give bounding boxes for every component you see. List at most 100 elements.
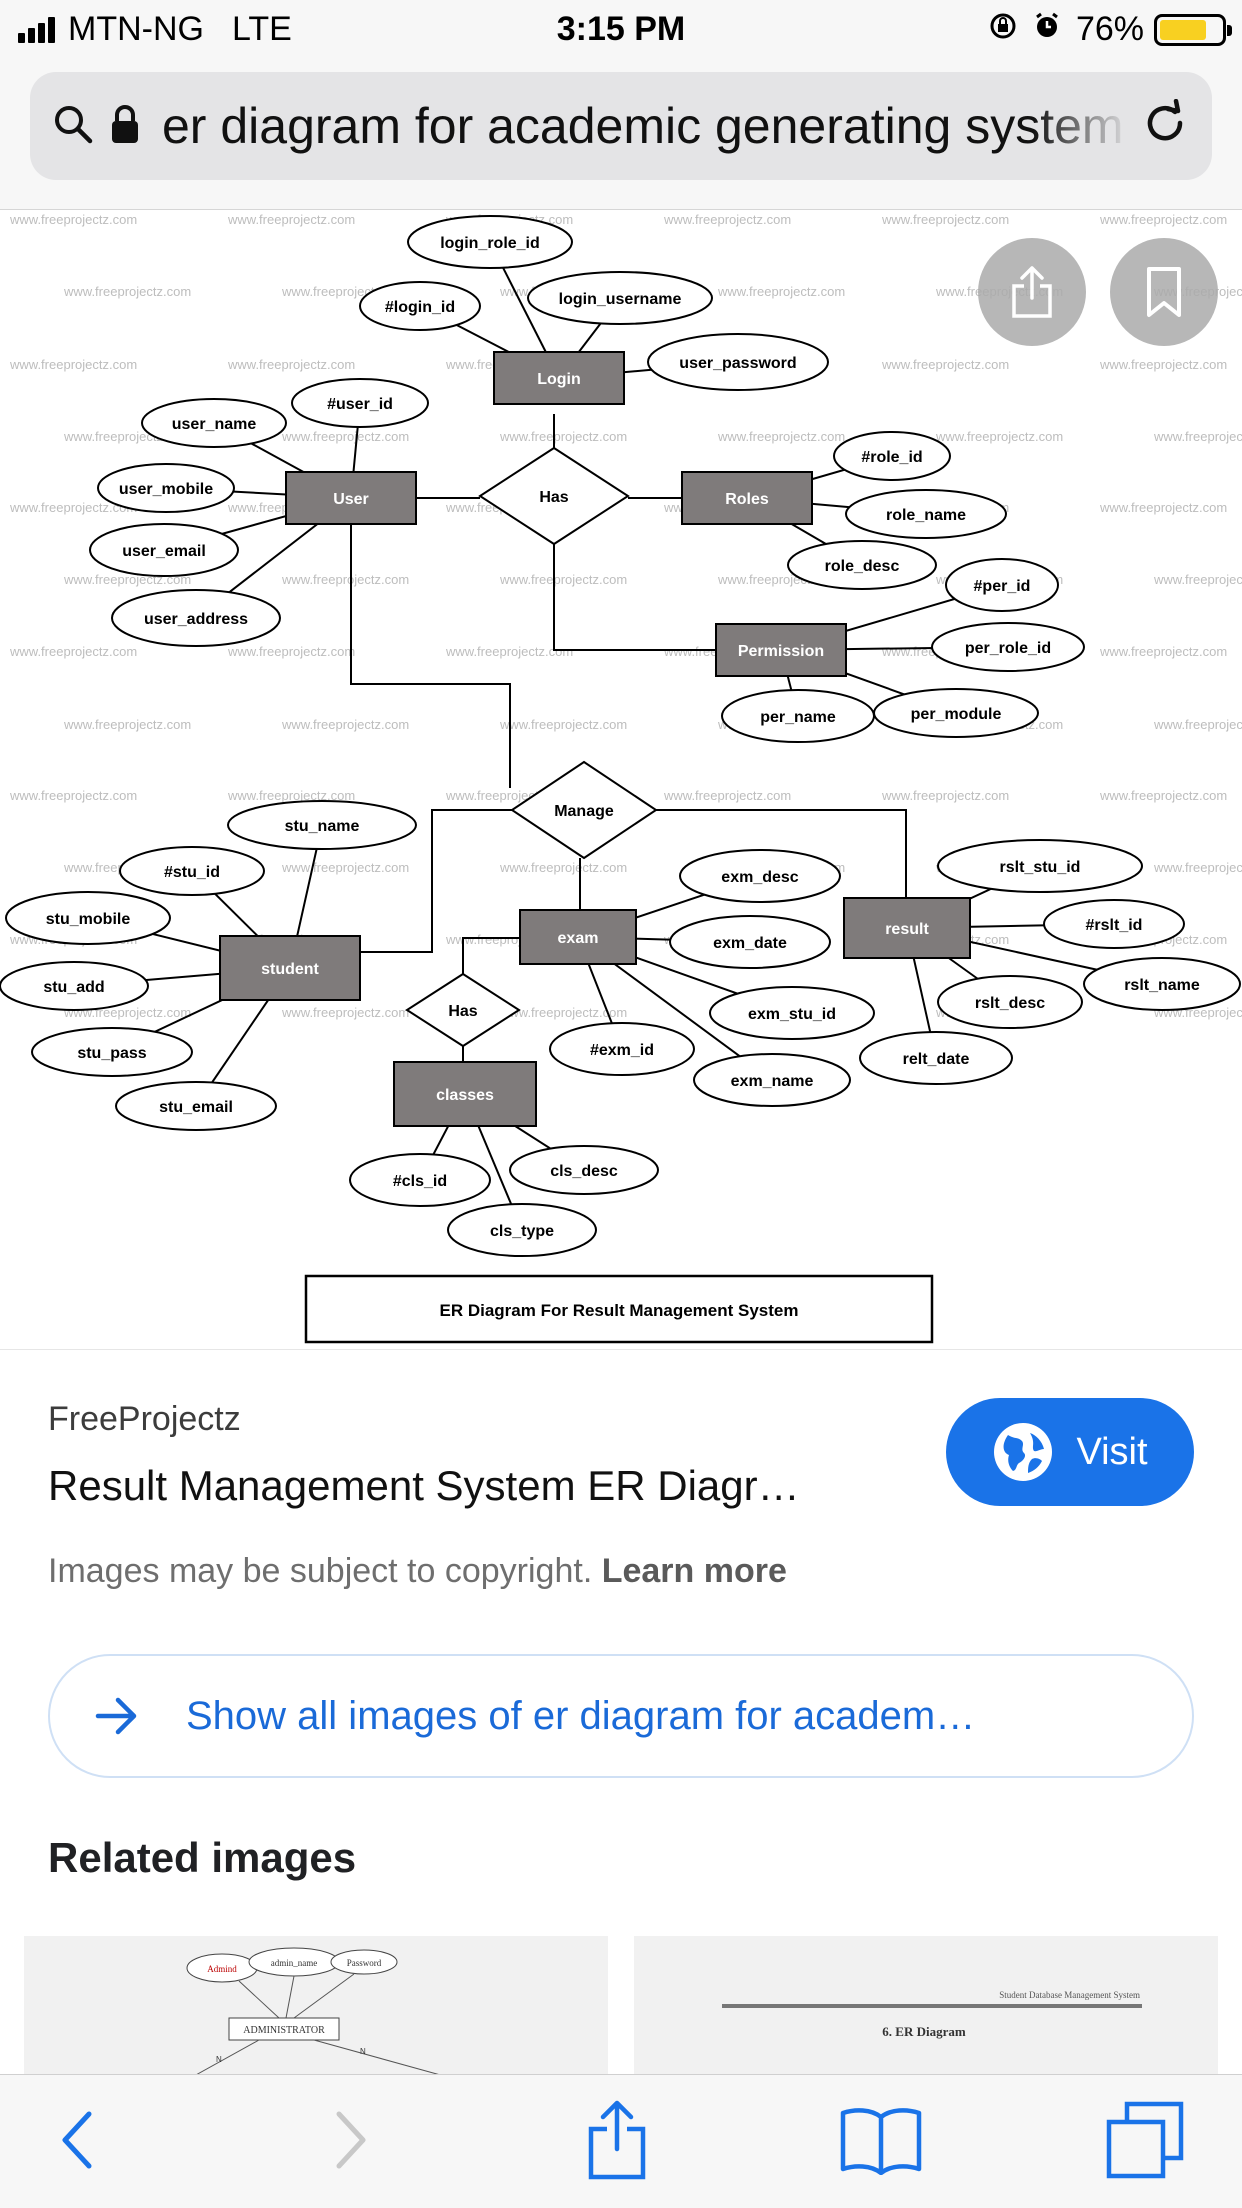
- er-attribute-label: exm_name: [731, 1073, 814, 1090]
- watermark-text: www.freeprojectz.com: [281, 572, 409, 587]
- er-attribute-label: user_email: [122, 543, 206, 560]
- er-relationship: [405, 972, 521, 1048]
- er-attribute-label: rslt_stu_id: [1000, 859, 1081, 876]
- watermark-text: www.freeprojectz.com: [281, 860, 409, 875]
- watermark-text: www.freeprojectz.com: [227, 788, 355, 803]
- address-bar[interactable]: er diagram for academic generating syste…: [30, 72, 1212, 180]
- watermark-text: www.freeprojectz.com: [1099, 357, 1227, 372]
- er-attribute: [937, 975, 1083, 1029]
- status-time: 3:15 PM: [556, 10, 686, 48]
- watermark-text: www.freeprojectz.com: [63, 284, 191, 299]
- watermark-text: www.freeprojectz.com: [717, 284, 845, 299]
- share-icon: [588, 2100, 646, 2180]
- watermark-text: www.freeprojectz.com: [9, 357, 137, 372]
- er-attribute-label: exm_date: [713, 935, 787, 952]
- watermark-text: www.freeprojectz.com: [281, 1005, 409, 1020]
- watermark-text: www.freeprojectz.com: [663, 788, 791, 803]
- search-icon: [52, 103, 94, 150]
- er-entity: [519, 909, 637, 965]
- er-attribute: [845, 489, 1007, 539]
- signal-icon: [18, 16, 58, 43]
- watermark-text: www.freeprojectz.com: [499, 572, 627, 587]
- bookmarks-icon: [840, 2108, 922, 2175]
- result-title[interactable]: Result Management System ER Diagr…: [48, 1462, 800, 1509]
- share-button[interactable]: [572, 2095, 662, 2185]
- watermark-text: www.freeprojectz.com: [1153, 572, 1242, 587]
- tabs-button[interactable]: [1100, 2095, 1190, 2185]
- er-attribute: [833, 431, 951, 481]
- watermark-text: www.freeprojectz.com: [9, 500, 137, 515]
- watermark-text: www.freeprojectz.com: [281, 429, 409, 444]
- er-attribute-label: per_role_id: [965, 640, 1051, 657]
- related-image-1[interactable]: Admind admin_name Password ADMINISTRATOR…: [24, 1936, 608, 2076]
- browser-header: er diagram for academic generating syste…: [0, 62, 1242, 210]
- thumb1-attr-1: Admind: [207, 1964, 237, 1974]
- er-attribute: [873, 688, 1039, 738]
- er-attribute-label: cls_desc: [550, 1163, 618, 1180]
- er-attribute: [5, 891, 171, 945]
- er-relationship-label: Has: [539, 489, 568, 506]
- source-name[interactable]: FreeProjectz: [48, 1400, 241, 1438]
- er-attribute-label: #stu_id: [164, 864, 220, 881]
- watermark-text: www.freeprojectz.com: [1099, 788, 1227, 803]
- er-attribute-label: per_name: [760, 709, 836, 726]
- share-image-button[interactable]: [978, 238, 1086, 346]
- bookmarks-button[interactable]: [836, 2095, 926, 2185]
- watermark-text: www.freeprojectz.com: [881, 788, 1009, 803]
- er-attribute: [359, 281, 481, 331]
- watermark-text: www.freeprojectz.com: [9, 644, 137, 659]
- er-attribute: [115, 1081, 277, 1131]
- er-entity: [493, 351, 625, 405]
- er-attribute-label: user_mobile: [119, 481, 213, 498]
- watermark-text: www.freeprojectz.com: [281, 717, 409, 732]
- related-images-heading: Related images: [48, 1834, 357, 1881]
- er-diagram: www.freeprojectz.com www.freeprojectz.com…: [0, 212, 1242, 1344]
- related-image-1-preview: Admind admin_name Password ADMINISTRATOR…: [186, 1947, 445, 2076]
- er-attribute-label: stu_pass: [77, 1045, 146, 1062]
- er-entity-label: Permission: [738, 643, 824, 660]
- er-attribute-label: stu_name: [285, 818, 360, 835]
- er-diagram-image[interactable]: www.freeprojectz.com www.freeprojectz.com…: [0, 210, 1242, 1350]
- watermark-text: www.freeprojectz.com: [1153, 429, 1242, 444]
- back-button[interactable]: [32, 2095, 122, 2185]
- carrier-name: MTN-NG: [68, 10, 204, 48]
- watermark-text: www.freeprojectz.com: [499, 1005, 627, 1020]
- watermark-text: www.freeprojectz.com: [9, 212, 137, 227]
- er-attribute-label: rslt_name: [1124, 977, 1200, 994]
- reload-icon[interactable]: [1140, 98, 1190, 154]
- save-image-button[interactable]: [1110, 238, 1218, 346]
- er-entity: [219, 935, 361, 1001]
- er-attribute: [679, 849, 841, 903]
- er-attribute: [89, 523, 239, 577]
- er-attribute: [549, 1022, 695, 1076]
- er-entity-label: User: [333, 491, 369, 508]
- watermark-text: www.freeprojectz.com: [1099, 212, 1227, 227]
- battery-percent: 76%: [1075, 10, 1144, 48]
- url-text[interactable]: er diagram for academic generating syste…: [162, 98, 1124, 154]
- show-all-label: Show all images of er diagram for academ…: [186, 1693, 976, 1738]
- watermark-text: www.freeprojectz.com: [1153, 717, 1242, 732]
- battery-icon: [1154, 13, 1232, 46]
- er-entity-label: Login: [537, 371, 581, 388]
- related-image-2[interactable]: Student Database Management System 6. ER…: [634, 1936, 1218, 2076]
- status-bar: MTN-NG LTE 3:15 PM 76%: [0, 0, 1242, 62]
- er-attribute-label: #rslt_id: [1086, 917, 1143, 934]
- learn-more-link[interactable]: Learn more: [601, 1552, 787, 1590]
- forward-button[interactable]: [306, 2095, 396, 2185]
- er-attribute: [931, 622, 1085, 672]
- er-entity-label: result: [885, 921, 929, 938]
- diagram-caption: ER Diagram For Result Management System: [440, 1301, 799, 1320]
- share-icon: [1012, 266, 1052, 318]
- thumb1-attr-2: admin_name: [271, 1958, 318, 1968]
- lock-icon: [110, 103, 140, 150]
- thumb2-heading: 6. ER Diagram: [882, 2024, 966, 2039]
- er-entity: [715, 623, 847, 677]
- watermark-text: www.freeprojectz.com: [881, 212, 1009, 227]
- network-type: LTE: [231, 10, 292, 48]
- er-entity-label: classes: [436, 1087, 494, 1104]
- er-attribute: [509, 1145, 659, 1195]
- watermark-text: www.freeprojectz.com: [227, 357, 355, 372]
- watermark-text: www.freeprojectz.com: [663, 212, 791, 227]
- visit-button[interactable]: Visit: [946, 1398, 1194, 1506]
- show-all-images-button[interactable]: Show all images of er diagram for academ…: [48, 1654, 1194, 1778]
